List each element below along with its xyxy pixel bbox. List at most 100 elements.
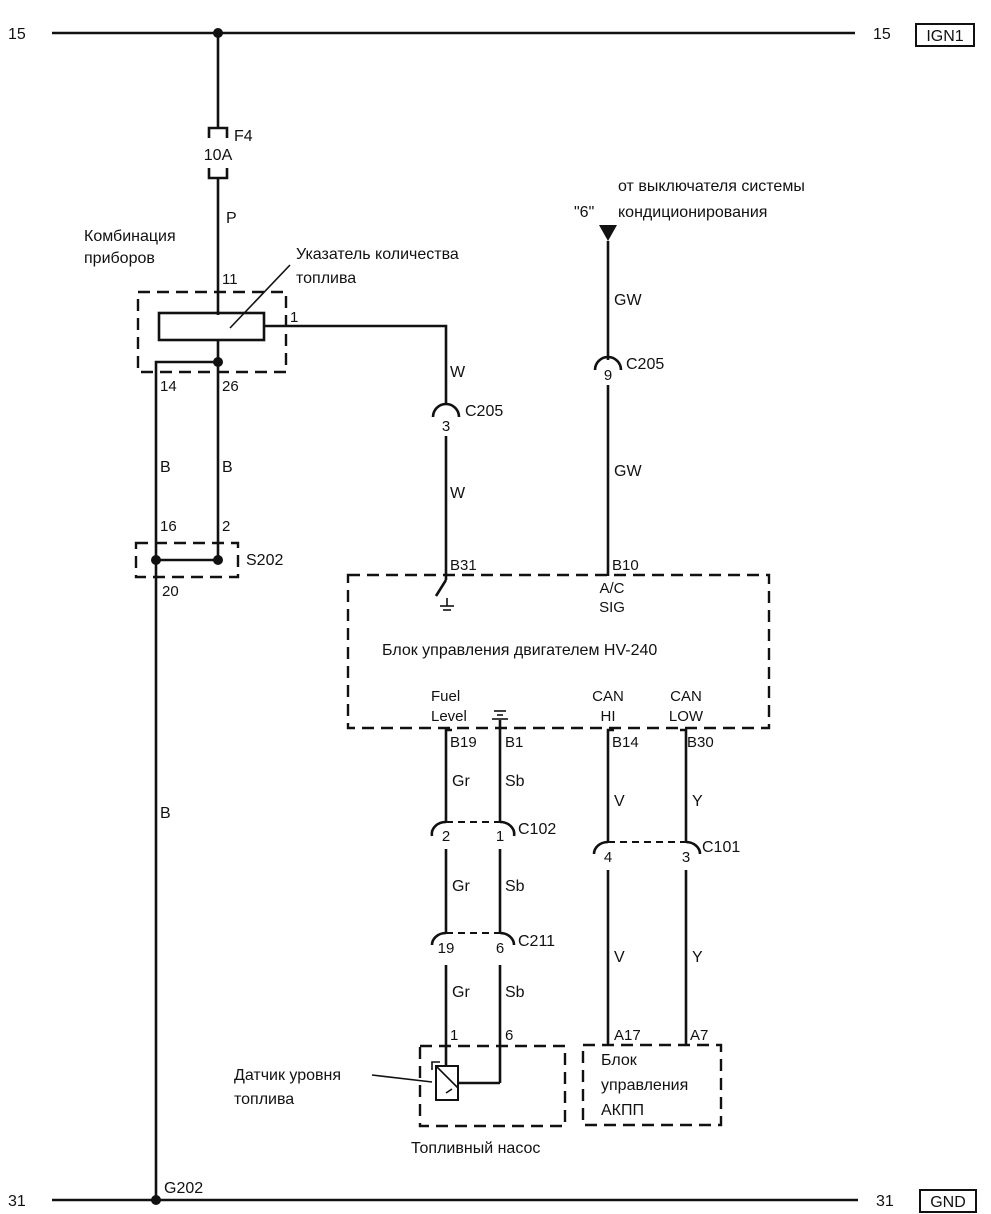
ecm-pin-b14: B14 (612, 734, 639, 751)
fuel-level-sensor-icon (431, 1061, 459, 1101)
tcm-label-line2: управления (601, 1077, 688, 1094)
c101-id: C101 (702, 839, 740, 856)
c211-pin-19: 19 (438, 940, 455, 957)
wire-color-w-upper: W (450, 364, 466, 381)
rail-bottom-left-label: 31 (8, 1193, 26, 1210)
wire-b-left (154, 360, 218, 560)
wire-y-1 (680, 728, 688, 842)
ign1-tag-box (915, 23, 975, 47)
tcm-label-line3: АКПП (601, 1102, 644, 1119)
wire-color-v-1: V (614, 793, 625, 810)
splice-id: S202 (246, 552, 283, 569)
connector-c205-id-gw: C205 (626, 356, 664, 373)
ground-point-id: G202 (164, 1180, 203, 1197)
cluster-pin-11: 11 (222, 271, 238, 288)
sensor-label-line1: Датчик уровня (234, 1067, 341, 1084)
splice-pin-20: 20 (162, 583, 179, 600)
fuel-pump-pin-6: 6 (505, 1027, 513, 1044)
wire-color-y-1: Y (692, 793, 703, 810)
c102-id: C102 (518, 821, 556, 838)
ac-source-line1: от выключателя системы (618, 178, 805, 195)
wire-color-v-2: V (614, 949, 625, 966)
ecm-can-low-line1: CAN (670, 688, 702, 705)
wire-color-sb-3: Sb (505, 984, 525, 1001)
splice-pin-16: 16 (160, 518, 177, 535)
fuel-pump-pin-1: 1 (450, 1027, 458, 1044)
ac-source-line2: кондиционирования (618, 204, 767, 221)
fuel-pump-title: Топливный насос (411, 1140, 540, 1157)
connector-c205-pin3: 3 (442, 418, 450, 435)
gnd-tag-box (919, 1189, 977, 1213)
c102-pin-2: 2 (442, 828, 450, 845)
tcm-pin-a17: A17 (614, 1027, 641, 1044)
transmission-control-module: A17 A7 Блок управления АКПП (581, 1027, 723, 1127)
wire-color-gw-lower: GW (614, 463, 642, 480)
cluster-pin-14: 14 (160, 378, 177, 395)
ground-rail: 31 G202 31 GND (8, 1180, 977, 1213)
c102-hood-left (430, 820, 447, 837)
ecm-pin-b10: B10 (612, 557, 639, 574)
gauge-label-line2: топлива (296, 270, 356, 287)
fuse-cap-top (207, 126, 229, 138)
ignition-rail: 15 15 IGN1 (8, 23, 975, 47)
wire-color-gw-upper: GW (614, 292, 642, 309)
connector-c205-pin9: 9 (604, 367, 612, 384)
sensor-leader-line (371, 1074, 433, 1083)
ecm-can-low-line2: LOW (669, 708, 704, 725)
wire-color-b-right: B (222, 459, 233, 476)
ecm-boundary (346, 573, 771, 730)
wire-w-upper (264, 324, 448, 405)
fuse-id: F4 (234, 128, 253, 145)
fuel-gauge (157, 311, 266, 342)
splice-dot-right (213, 555, 223, 565)
rail-top-left-label: 15 (8, 26, 26, 43)
fuse-cap-bottom (207, 168, 229, 180)
ign1-tag: IGN1 (926, 28, 963, 45)
ecm-pin-b30: B30 (687, 734, 714, 751)
wire-color-p: P (226, 210, 237, 227)
c211-id: C211 (518, 933, 555, 950)
fuel-level-wires: Gr Sb 2 1 C102 Gr Sb 19 6 C211 Gr Sb (430, 720, 556, 1083)
ecm-ground-icon-b1 (492, 710, 508, 720)
ecm-title: Блок управления двигателем HV-240 (382, 642, 657, 659)
tcm-boundary (581, 1043, 723, 1127)
wire-color-b-left: B (160, 459, 171, 476)
splice-boundary (134, 541, 240, 579)
rail-top-right-label: 15 (873, 26, 891, 43)
connector-c205-pin9-symbol (593, 355, 623, 371)
gauge-label-line1: Указатель количества (296, 246, 459, 263)
c102-hood-right (499, 820, 516, 837)
ecm-ground-icon-b31 (440, 598, 454, 611)
c101-pin-4: 4 (604, 849, 612, 866)
cluster-title-line1: Комбинация (84, 228, 176, 245)
ecm-pin-b31: B31 (450, 557, 477, 574)
gnd-tag: GND (930, 1194, 966, 1211)
fuse-rating: 10A (204, 147, 233, 164)
ac-signal-wire: от выключателя системы "6" кондициониров… (574, 178, 805, 576)
wire-color-gr-2: Gr (452, 878, 470, 895)
wire-color-b-down: B (160, 805, 171, 822)
c211-pin-6: 6 (496, 940, 504, 957)
wire-color-gr-3: Gr (452, 984, 470, 1001)
gauge-leader-line (229, 264, 291, 329)
splice-s202: 16 2 S202 20 B (134, 518, 283, 1200)
c101-hood-left (592, 840, 609, 855)
c101-pin-3: 3 (682, 849, 690, 866)
ecm-internal-switch (434, 579, 448, 597)
ground-point-dot (151, 1195, 161, 1205)
tcm-pin-a7: A7 (690, 1027, 708, 1044)
c102-pin-1: 1 (496, 828, 504, 845)
cluster-pin-1: 1 (290, 309, 298, 326)
fuel-pump-boundary (418, 1044, 567, 1128)
c211-hood-right (499, 931, 516, 946)
ac-source-arrow-icon (599, 225, 617, 241)
ecm-fuel-line2: Level (431, 708, 467, 725)
ecm-can-hi-line2: HI (601, 708, 616, 725)
wire-color-sb-1: Sb (505, 773, 525, 790)
instrument-cluster: Комбинация приборов 11 Указатель количес… (84, 228, 459, 560)
cluster-title-line2: приборов (84, 250, 155, 267)
rail-bottom-right-label: 31 (876, 1193, 894, 1210)
can-bus-wires: V Y 4 3 C101 V Y (592, 728, 740, 1045)
c101-hood-right (685, 840, 702, 855)
